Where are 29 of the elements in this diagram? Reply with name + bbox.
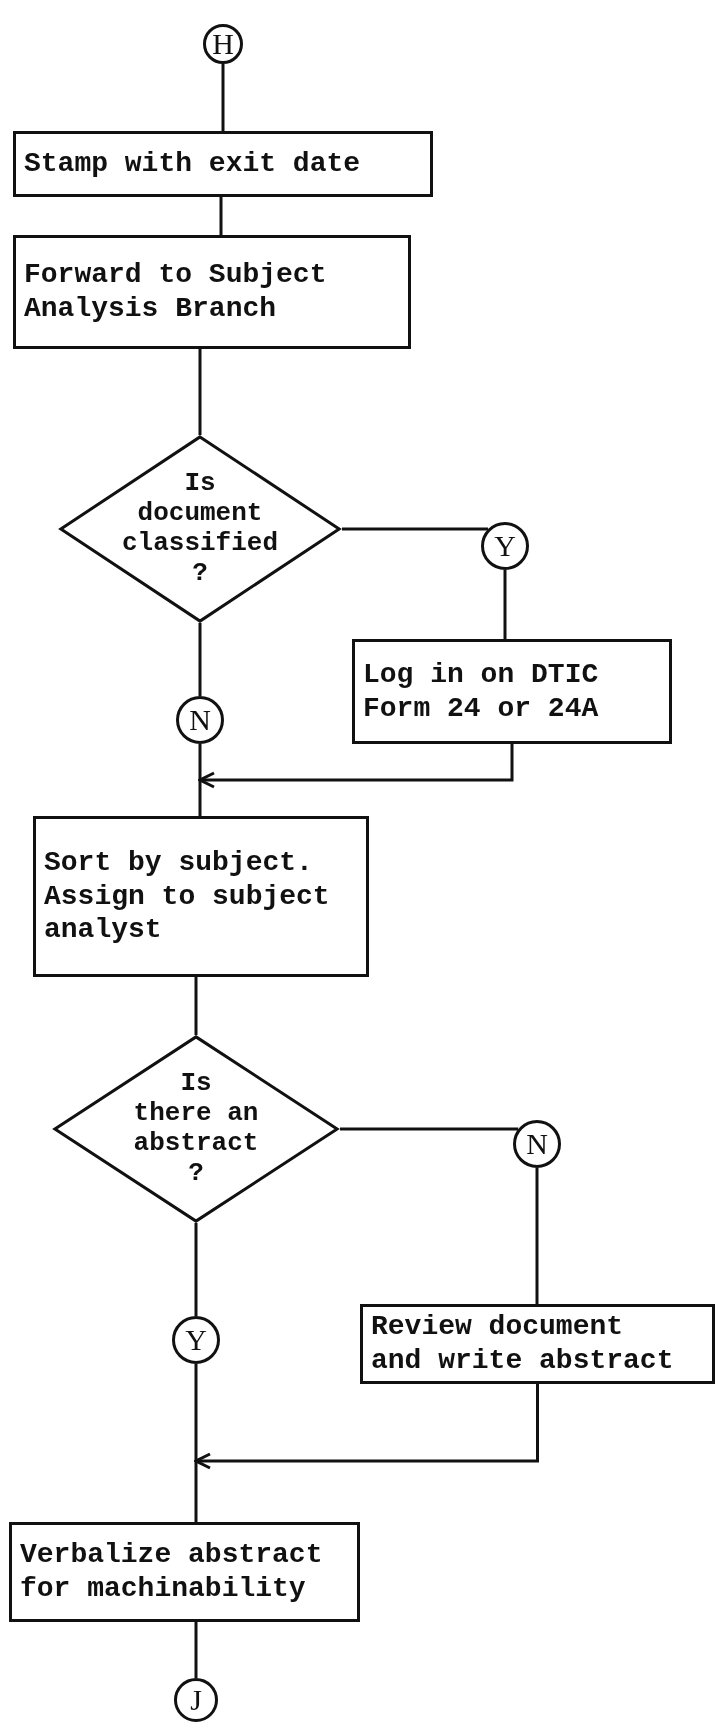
process-box: Verbalize abstract for machinability [9, 1522, 360, 1622]
connector-circle: H [203, 24, 243, 64]
connector-line [198, 623, 202, 696]
connector-circle: Y [481, 522, 529, 570]
connector-circle: Y [172, 1316, 220, 1364]
connector-line [342, 527, 489, 531]
connector-line [194, 1364, 198, 1522]
process-box: Stamp with exit date [13, 131, 433, 197]
process-box: Review document and write abstract [360, 1304, 715, 1384]
connector-circle: J [174, 1678, 218, 1722]
connector-line [194, 977, 198, 1035]
connector-circle: N [176, 696, 224, 744]
connector-line [503, 570, 507, 639]
arrow [194, 1384, 539, 1470]
connector-line [198, 744, 202, 816]
connector-line [535, 1168, 539, 1304]
connector-line [219, 197, 223, 235]
connector-line [194, 1223, 198, 1316]
connector-line [198, 349, 202, 435]
process-box: Sort by subject. Assign to subject analyst [33, 816, 369, 977]
connector-line [340, 1127, 519, 1131]
decision-diamond: Is document classified ? [58, 435, 342, 623]
process-box: Forward to Subject Analysis Branch [13, 235, 411, 349]
connector-line [194, 1622, 198, 1678]
decision-diamond: Is there an abstract ? [52, 1035, 340, 1223]
arrow [198, 744, 514, 789]
process-box: Log in on DTIC Form 24 or 24A [352, 639, 672, 744]
connector-line [221, 64, 225, 131]
connector-circle: N [513, 1120, 561, 1168]
